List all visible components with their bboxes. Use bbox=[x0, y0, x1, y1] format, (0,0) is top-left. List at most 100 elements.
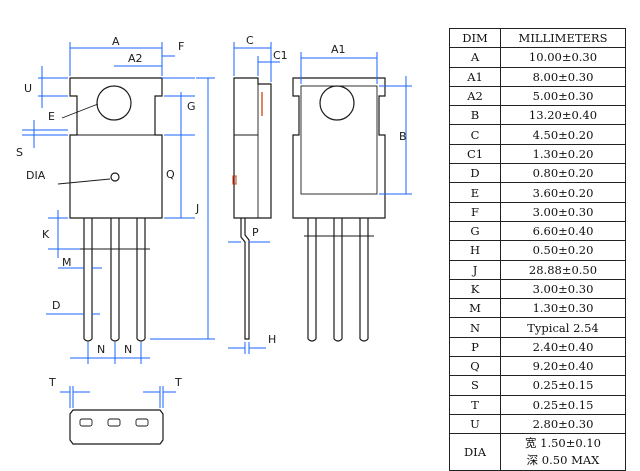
dim-cell: C bbox=[449, 124, 501, 145]
front-view: A A2 F U E G Q J S DIA bbox=[16, 35, 215, 364]
dim-label-k: K bbox=[42, 228, 50, 241]
dim-label-j: J bbox=[195, 202, 199, 215]
side-view: C C1 P H bbox=[228, 34, 288, 354]
dim-cell: N bbox=[449, 317, 501, 338]
dia-width-value: 宽 1.50±0.10 bbox=[524, 436, 601, 451]
dim-cell: A2 bbox=[449, 85, 501, 107]
dim-cell: M bbox=[449, 298, 501, 319]
dim-label-g: G bbox=[187, 100, 196, 113]
dim-label-s: S bbox=[16, 146, 23, 159]
dim-label-n2: N bbox=[124, 343, 132, 356]
back-body-outline bbox=[292, 77, 386, 219]
value-cell: 10.00±0.30 bbox=[500, 47, 626, 68]
value-cell: 1.30±0.20 bbox=[500, 143, 626, 165]
value-cell: 13.20±0.40 bbox=[500, 105, 626, 126]
value-cell: 0.50±0.20 bbox=[500, 240, 626, 261]
dim-cell: A bbox=[449, 47, 501, 68]
dim-cell: E bbox=[449, 182, 501, 203]
dim-cell: F bbox=[449, 201, 501, 222]
dim-label-m: M bbox=[62, 256, 72, 269]
dim-label-e: E bbox=[48, 110, 55, 123]
value-cell: Typical 2.54 bbox=[500, 317, 626, 338]
dim-label-t-left: T bbox=[48, 376, 56, 389]
dim-cell: T bbox=[449, 394, 501, 415]
front-lead-center bbox=[110, 218, 120, 342]
mounting-hole bbox=[96, 85, 132, 121]
dim-cell: A1 bbox=[449, 66, 501, 87]
front-lead-right bbox=[136, 218, 146, 342]
header-dim: DIM bbox=[449, 27, 501, 49]
side-lead bbox=[240, 218, 250, 340]
dim-label-q: Q bbox=[166, 168, 175, 181]
dim-label-a: A bbox=[112, 35, 120, 48]
dim-cell: DIA bbox=[449, 433, 501, 471]
package-drawing: A A2 F U E G Q J S DIA bbox=[16, 34, 412, 445]
bottom-pad-center bbox=[107, 418, 121, 427]
value-cell: 9.20±0.40 bbox=[500, 356, 626, 377]
value-cell: 6.60±0.40 bbox=[500, 220, 626, 242]
dim-label-b: B bbox=[399, 130, 407, 143]
value-cell: 3.00±0.30 bbox=[500, 201, 626, 222]
dim-label-p: P bbox=[252, 226, 259, 239]
dim-label-n1: N bbox=[97, 343, 105, 356]
dimple-hole bbox=[110, 172, 120, 182]
value-cell: 4.50±0.20 bbox=[500, 124, 626, 145]
bottom-pad-left bbox=[79, 418, 93, 427]
dim-label-f: F bbox=[178, 40, 184, 53]
dim-label-u: U bbox=[24, 82, 32, 95]
table-header-row: DIM MILLIMETERS bbox=[449, 27, 626, 49]
dim-label-d: D bbox=[52, 299, 60, 312]
dim-label-t-right: T bbox=[174, 376, 182, 389]
value-cell: 0.25±0.15 bbox=[500, 375, 626, 396]
dim-label-dia: DIA bbox=[26, 169, 46, 182]
value-cell: 0.25±0.15 bbox=[500, 394, 626, 415]
dim-cell: P bbox=[449, 336, 501, 358]
dim-cell: D bbox=[449, 163, 501, 184]
dim-cell: Q bbox=[449, 356, 501, 377]
back-lead-left bbox=[307, 218, 317, 342]
dim-label-a1: A1 bbox=[331, 43, 346, 56]
header-millimeters: MILLIMETERS bbox=[500, 27, 626, 49]
value-cell: 1.30±0.30 bbox=[500, 298, 626, 319]
value-cell: 5.00±0.30 bbox=[500, 85, 626, 107]
dim-cell: H bbox=[449, 240, 501, 261]
back-view: A1 B bbox=[292, 43, 412, 342]
dim-label-c1: C1 bbox=[273, 49, 288, 62]
front-lead-left bbox=[83, 218, 93, 342]
value-cell: 3.60±0.20 bbox=[500, 182, 626, 203]
dim-cell: G bbox=[449, 220, 501, 242]
back-mounting-hole bbox=[319, 85, 355, 121]
back-heatsink-area bbox=[300, 85, 378, 195]
dim-label-h: H bbox=[268, 333, 276, 346]
bottom-view: T T bbox=[48, 376, 182, 445]
dim-cell: U bbox=[449, 413, 501, 435]
back-lead-center bbox=[333, 218, 343, 342]
side-mark-small bbox=[232, 175, 237, 185]
value-cell: 8.00±0.30 bbox=[500, 66, 626, 87]
value-cell: 2.80±0.30 bbox=[500, 413, 626, 435]
dim-cell: B bbox=[449, 105, 501, 126]
